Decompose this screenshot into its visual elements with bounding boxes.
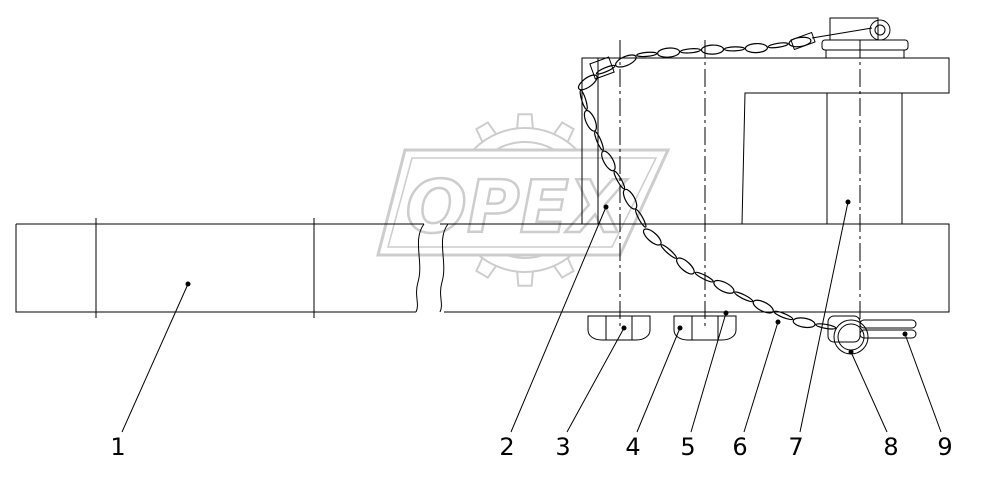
- chain-link: [642, 228, 662, 246]
- chain-link: [792, 317, 816, 329]
- watermark-logo: OPEX: [376, 113, 671, 287]
- chain-link: [636, 51, 658, 58]
- callout-9: 9: [937, 433, 952, 461]
- chain-link: [694, 271, 714, 283]
- chain-link: [622, 188, 638, 210]
- leader-dot-2: [603, 204, 609, 210]
- chain-link: [679, 48, 702, 54]
- leader-dot-8: [848, 349, 854, 355]
- chain-clasp: [589, 27, 873, 80]
- chain-link: [734, 291, 754, 303]
- part-4-nut: [673, 315, 737, 341]
- callout-labels: 1 2 3 4 5 6 7 8 9: [110, 433, 952, 461]
- leader-line-1: [121, 283, 189, 433]
- callout-6: 6: [732, 433, 747, 461]
- gear-tooth: [553, 121, 575, 143]
- callout-1: 1: [110, 433, 125, 461]
- chain-link: [676, 257, 695, 275]
- callout-7: 7: [788, 433, 803, 461]
- watermark-badge: OPEX: [376, 148, 671, 257]
- leader-line-5: [690, 312, 727, 433]
- callout-8: 8: [883, 433, 898, 461]
- part-7-pin-head: [821, 17, 909, 59]
- leader-dot-3: [621, 325, 627, 331]
- chain-link: [583, 109, 597, 132]
- part-9-cotter-pin: [827, 315, 917, 343]
- part-1-bar: [15, 218, 449, 318]
- leader-line-9: [904, 333, 942, 433]
- chain-link: [788, 36, 812, 48]
- chain-link: [744, 42, 768, 54]
- watermark-text: OPEX: [406, 165, 628, 249]
- part-3-nut: [587, 315, 651, 341]
- chain-link: [613, 170, 626, 190]
- leader-dot-1: [185, 281, 191, 287]
- part-8-ring: [833, 319, 869, 355]
- part-6-chain: [577, 36, 837, 330]
- leader-dot-7: [845, 199, 851, 205]
- chain-link: [752, 299, 774, 314]
- leader-dot-6: [775, 319, 781, 325]
- leader-line-6: [743, 321, 779, 433]
- chain-link: [615, 54, 637, 68]
- leader-dot-5: [723, 310, 729, 316]
- leader-dot-4: [677, 325, 683, 331]
- chain-link: [601, 150, 616, 172]
- leader-dot-9: [902, 331, 908, 337]
- gear-tooth: [516, 271, 534, 287]
- chain-link: [700, 44, 725, 55]
- chain-link: [660, 244, 678, 259]
- leader-line-7: [799, 201, 849, 433]
- leader-line-4: [636, 327, 681, 433]
- leader-line-3: [566, 327, 625, 433]
- callout-leaders: [121, 199, 942, 433]
- chain-link: [773, 310, 794, 321]
- callout-5: 5: [680, 433, 695, 461]
- chain-link: [723, 46, 746, 52]
- leader-line-2: [510, 206, 607, 433]
- chain-link: [815, 323, 837, 330]
- leader-line-8: [850, 351, 888, 433]
- gear-tooth: [475, 257, 497, 279]
- chain-link: [577, 74, 598, 91]
- gear-tooth: [553, 257, 575, 279]
- chain-link: [595, 64, 616, 75]
- callout-4: 4: [625, 433, 640, 461]
- chain-link: [635, 209, 647, 228]
- gear-tooth: [475, 121, 497, 143]
- chain-link: [713, 279, 735, 294]
- chain-link: [657, 47, 681, 58]
- gear-tooth: [516, 113, 534, 129]
- callout-3: 3: [555, 433, 570, 461]
- chain-link: [579, 89, 588, 111]
- chain-link: [594, 131, 604, 151]
- chain-link: [767, 42, 789, 49]
- callout-2: 2: [499, 433, 514, 461]
